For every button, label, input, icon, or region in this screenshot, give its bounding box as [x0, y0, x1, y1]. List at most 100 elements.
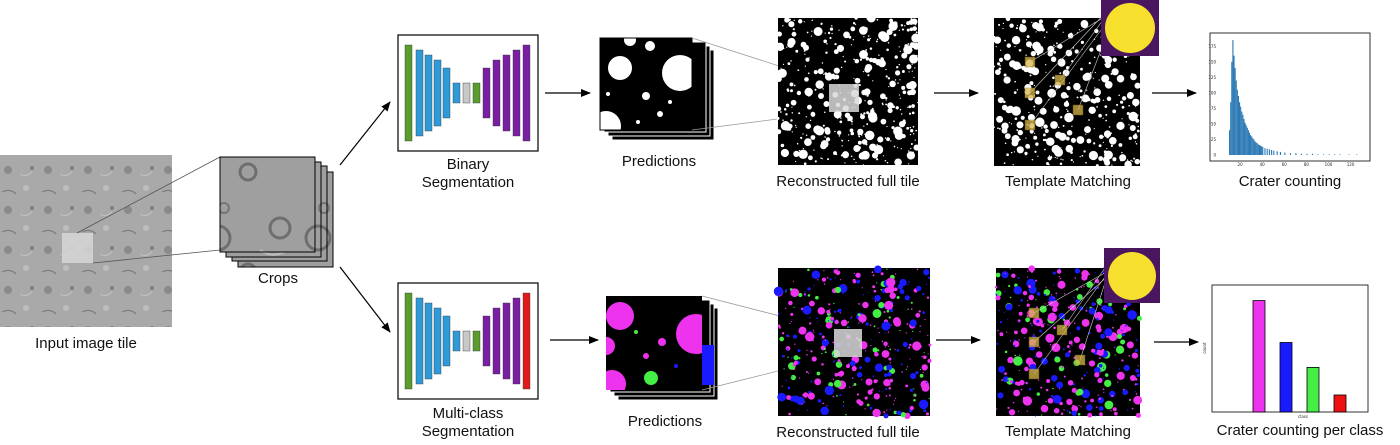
crater-dot [880, 93, 886, 100]
crater-dot [1009, 296, 1012, 299]
crater-dot [1022, 396, 1027, 401]
crater-dot [781, 332, 785, 335]
crater-dot [921, 364, 928, 371]
crater-dot [915, 371, 919, 375]
crater-dot [1134, 348, 1138, 352]
crater-dot [1108, 302, 1113, 307]
crater-dot [1053, 297, 1055, 299]
crater-dot [884, 137, 887, 139]
crater-dot [1094, 28, 1099, 34]
crater-dot [901, 371, 903, 373]
crater-dot [1042, 133, 1046, 137]
crater-dot [1003, 311, 1005, 313]
crater-dot [1044, 303, 1046, 305]
crater-dot [1135, 412, 1141, 418]
crater-dot [912, 26, 917, 31]
histogram-bar [1240, 106, 1242, 155]
crater-dot [1024, 366, 1029, 372]
crater-dot [863, 112, 866, 115]
crater-dot [873, 325, 876, 328]
crater-dot [878, 54, 880, 56]
crater-dot [1134, 141, 1136, 143]
crater-dot [881, 32, 886, 37]
crater-dot [873, 289, 877, 293]
crater-dot [1003, 100, 1006, 104]
histogram-bar [1256, 143, 1258, 155]
crater-dot [800, 136, 803, 140]
crater-dot [790, 119, 793, 122]
crater-dot [1098, 144, 1102, 148]
crater-dot [1059, 277, 1062, 280]
crater-dot [910, 388, 914, 392]
crater-dot [1058, 388, 1061, 390]
crater-dot [821, 353, 823, 355]
label-reconstructed-top: Reconstructed full tile [776, 173, 920, 190]
crater-dot [906, 348, 908, 350]
crater-dot [852, 21, 856, 25]
crater-dot [1102, 156, 1110, 163]
crater-dot [900, 113, 903, 115]
crater-dot [824, 339, 826, 341]
crater-dot [998, 23, 1001, 26]
crater-dot [850, 155, 853, 158]
crater-dot [1073, 336, 1081, 343]
crater-dot [1096, 298, 1103, 305]
crater-dot [1029, 114, 1032, 118]
crater-dot [888, 316, 891, 319]
crater-dot [844, 384, 847, 386]
crater-dot [850, 131, 855, 136]
histogram-bar [1252, 138, 1254, 155]
crater-dot [793, 19, 795, 21]
crater-dot [826, 43, 828, 45]
crater-dot [1008, 284, 1011, 288]
unet-layer [452, 330, 461, 352]
crater-dot [1068, 340, 1073, 345]
crater-dot [872, 80, 874, 82]
crater-dot [1010, 123, 1013, 125]
crater-dot [889, 80, 896, 88]
crater-dot [833, 78, 836, 80]
crater-dot [1085, 97, 1089, 101]
crater-dot [899, 50, 901, 52]
crater-dot [1112, 326, 1114, 329]
crater-dot [883, 341, 888, 347]
crater-dot [1085, 161, 1087, 164]
crater-dot [803, 398, 805, 401]
crater-dot [995, 295, 1001, 301]
crater-dot [832, 73, 834, 75]
crater-dot [864, 66, 871, 73]
crater-dot [792, 280, 794, 282]
crater-dot [875, 158, 879, 161]
crater-dot [1080, 286, 1083, 289]
crater-dot [1081, 318, 1090, 327]
crater-dot [862, 164, 865, 166]
crater-dot [902, 90, 907, 95]
crater-dot [1096, 318, 1099, 321]
crater-dot [994, 92, 997, 95]
crater-dot [1026, 303, 1030, 307]
crater-dot [886, 409, 888, 411]
crater-dot [1044, 148, 1046, 151]
crater-dot [1005, 16, 1011, 22]
crater-dot [907, 106, 909, 109]
crater-dot [896, 349, 900, 352]
crater-dot [866, 70, 868, 72]
crater-dot [880, 272, 884, 276]
crater-dot [1116, 371, 1125, 380]
crater-dot [1094, 372, 1100, 378]
crater-dot [995, 45, 997, 48]
crater-dot [905, 384, 909, 388]
crater-dot [1094, 311, 1104, 321]
crater-dot [1104, 306, 1113, 314]
crater-dot [992, 65, 996, 68]
crater-dot [1007, 406, 1010, 410]
crater-dot [832, 360, 835, 363]
crater-dot [910, 89, 914, 92]
crater-dot [811, 30, 813, 32]
crater-dot [1031, 158, 1034, 161]
crater-dot [851, 316, 853, 318]
crater-dot [802, 392, 809, 398]
crater-dot [857, 128, 864, 136]
crater-dot [872, 285, 876, 289]
crater-dot [825, 51, 828, 54]
